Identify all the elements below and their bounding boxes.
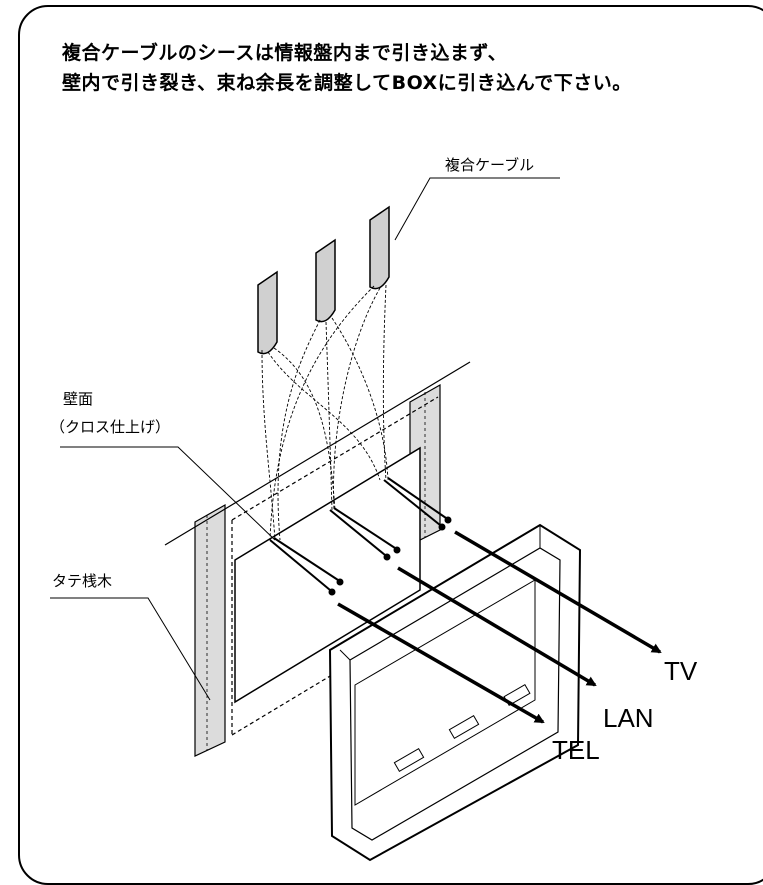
stud-label: タテ桟木 bbox=[52, 572, 112, 590]
tv-label: TV bbox=[664, 656, 698, 686]
wire-connectors bbox=[269, 477, 452, 596]
arrow-lan bbox=[397, 566, 597, 687]
arrow-tel bbox=[337, 602, 545, 724]
left-stud bbox=[194, 503, 226, 757]
tel-label: TEL bbox=[552, 735, 600, 765]
routing-arrows bbox=[337, 530, 662, 724]
cable-sheaths bbox=[257, 205, 390, 355]
wall-finish-label: （クロス仕上げ） bbox=[50, 418, 170, 436]
instruction-line-1: 複合ケーブルのシースは情報盤内まで引き込まず、 bbox=[62, 42, 508, 64]
instruction-text: 複合ケーブルのシースは情報盤内まで引き込まず、 壁内で引き裂き、束ね余長を調整し… bbox=[62, 38, 632, 99]
wall-label: 壁面 bbox=[63, 390, 93, 408]
wall-opening bbox=[234, 446, 421, 704]
wiring-diagram: 複合ケーブル 壁面 （クロス仕上げ） タテ桟木 TV LAN TEL bbox=[50, 156, 698, 862]
composite-cable-label: 複合ケーブル bbox=[445, 156, 534, 174]
leader-lines bbox=[50, 177, 560, 701]
lan-label: LAN bbox=[603, 703, 654, 733]
instruction-line-2: 壁内で引き裂き、束ね余長を調整してBOXに引き込んで下さい。 bbox=[62, 72, 632, 95]
arrow-tv bbox=[454, 530, 662, 654]
wire-bundles bbox=[261, 284, 389, 541]
